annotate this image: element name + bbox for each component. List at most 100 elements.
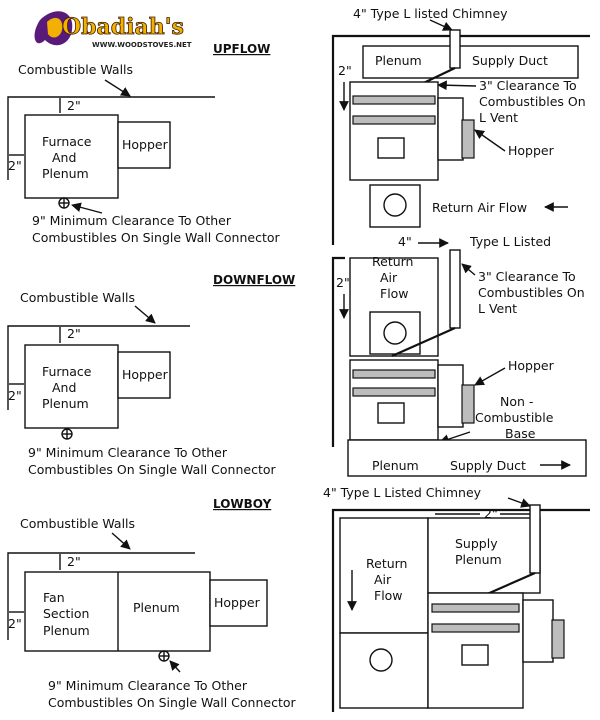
up-vent-note-2: Combustibles On — [479, 94, 586, 109]
down-hopper-label: Hopper — [508, 358, 555, 373]
low-supply-1: Supply — [455, 536, 498, 551]
downflow-side-view: 4" Type L Listed 2" Return Air Flow 3" C… — [331, 234, 587, 477]
up-plenum-label: Plenum — [375, 53, 422, 68]
down-vent-pipe — [391, 326, 456, 358]
low-return-1: Return — [366, 556, 407, 571]
low-chimney — [529, 504, 541, 574]
down-base-2: Combustible — [475, 410, 554, 425]
upflow-unit-1: Furnace — [42, 134, 92, 149]
down-chimney — [449, 249, 461, 329]
upflow-top-clearance: 2" — [67, 98, 81, 113]
lowboy-hopper-box — [209, 579, 268, 627]
lowboy-wall — [7, 552, 195, 640]
downflow-plan: DOWNFLOW Combustible Walls 2" 2" Furnace… — [7, 273, 295, 477]
down-vent-size: 4" — [398, 234, 412, 249]
upflow-plan: UPFLOW Combustible Walls 2" 2" Furnace A… — [7, 42, 280, 245]
lowboy-title: LOWBOY — [213, 497, 272, 511]
low-return-duct — [339, 517, 429, 634]
down-plenum-label: Plenum — [372, 458, 419, 473]
up-hopper-body — [437, 97, 464, 161]
up-fan-icon — [383, 193, 407, 217]
down-supply-label: Supply Duct — [450, 458, 526, 473]
low-top-clearance: 2" — [484, 506, 498, 521]
upflow-note-1: 9" Minimum Clearance To Other — [32, 213, 232, 228]
up-vent-note-3: L Vent — [479, 110, 518, 125]
upflow-side-clearance: 2" — [8, 158, 22, 173]
upflow-unit-3: Plenum — [42, 166, 89, 181]
upflow-note-2: Combustibles On Single Wall Connector — [32, 230, 280, 245]
down-return-3: Flow — [380, 286, 409, 301]
down-base-3: Base — [505, 426, 536, 441]
low-wall — [331, 508, 590, 712]
downflow-note-2: Combustibles On Single Wall Connector — [28, 462, 276, 477]
down-vent-note-2: Combustibles On — [478, 285, 585, 300]
upflow-walls-label: Combustible Walls — [18, 62, 133, 77]
lowboy-note-1: 9" Minimum Clearance To Other — [48, 678, 248, 693]
lowboy-top-clearance: 2" — [67, 554, 81, 569]
downflow-unit-2: And — [52, 380, 76, 395]
lowboy-hopper-label: Hopper — [214, 595, 261, 610]
downflow-unit-1: Furnace — [42, 364, 92, 379]
up-chimney-label: 4" Type L listed Chimney — [353, 6, 508, 21]
up-chimney — [449, 29, 461, 69]
low-fan-icon — [369, 648, 393, 672]
upflow-furnace-box — [24, 114, 119, 199]
up-plenum-duct — [362, 45, 579, 79]
down-vent-note-1: 3" Clearance To — [478, 269, 576, 284]
down-furnace-door — [377, 402, 405, 424]
lowboy-plan: LOWBOY Combustible Walls 2" 2" Fan Secti… — [7, 497, 296, 710]
downflow-title: DOWNFLOW — [213, 273, 295, 287]
downflow-hopper-box — [117, 351, 171, 399]
downflow-furnace-box — [24, 344, 119, 429]
up-side-clearance: 2" — [338, 63, 352, 78]
downflow-walls-label: Combustible Walls — [20, 290, 135, 305]
up-furnace-door — [377, 137, 405, 159]
lowboy-side-clearance: 2" — [8, 616, 22, 631]
lowboy-walls-label: Combustible Walls — [20, 516, 135, 531]
lowboy-plenum-label: Plenum — [133, 600, 180, 615]
low-hopper-body — [522, 599, 554, 663]
logo-name: Obadiah's — [62, 14, 184, 40]
down-wall — [331, 256, 345, 447]
down-vent-note-3: L Vent — [478, 301, 517, 316]
lowboy-fan-3: Plenum — [43, 623, 90, 638]
low-furnace-door — [461, 644, 489, 666]
down-chimney-label: Type L Listed — [469, 234, 551, 249]
upflow-side-view: 4" Type L listed Chimney 2" Plenum Suppl… — [331, 6, 590, 245]
upflow-title: UPFLOW — [213, 42, 270, 56]
low-chimney-label: 4" Type L Listed Chimney — [323, 485, 482, 500]
upflow-unit-2: And — [52, 150, 76, 165]
down-fan-icon — [383, 321, 407, 345]
lowboy-side-view: 4" Type L Listed Chimney 2" Return Air F… — [323, 485, 590, 712]
downflow-top-clearance: 2" — [67, 326, 81, 341]
down-hopper-body — [437, 364, 464, 428]
upflow-hopper-label: Hopper — [122, 137, 169, 152]
upflow-wall — [7, 96, 215, 180]
up-return-label: Return Air Flow — [432, 200, 527, 215]
down-return-1: Return — [372, 254, 413, 269]
low-return-2: Air — [374, 572, 392, 587]
up-vent-note-1: 3" Clearance To — [479, 78, 577, 93]
up-hopper-label: Hopper — [508, 143, 555, 158]
low-supply-2: Plenum — [455, 552, 502, 567]
down-return-2: Air — [380, 270, 398, 285]
lowboy-fan-2: Section — [43, 606, 89, 621]
downflow-note-1: 9" Minimum Clearance To Other — [28, 445, 228, 460]
downflow-wall — [7, 325, 190, 410]
up-fan-box — [369, 184, 421, 228]
logo-url: WWW.WOODSTOVES.NET — [92, 41, 192, 49]
down-side-clearance: 2" — [336, 275, 350, 290]
lowboy-note-2: Combustibles On Single Wall Connector — [48, 695, 296, 710]
low-supply-plenum — [427, 517, 541, 594]
downflow-unit-3: Plenum — [42, 396, 89, 411]
up-wall — [331, 34, 590, 245]
down-base-1: Non - — [500, 394, 533, 409]
down-plenum-duct — [347, 439, 587, 477]
low-return-3: Flow — [374, 588, 403, 603]
logo: Obadiah's WWW.WOODSTOVES.NET — [34, 11, 192, 49]
up-supply-label: Supply Duct — [472, 53, 548, 68]
lowboy-fan-1: Fan — [43, 590, 65, 605]
downflow-hopper-label: Hopper — [122, 367, 169, 382]
